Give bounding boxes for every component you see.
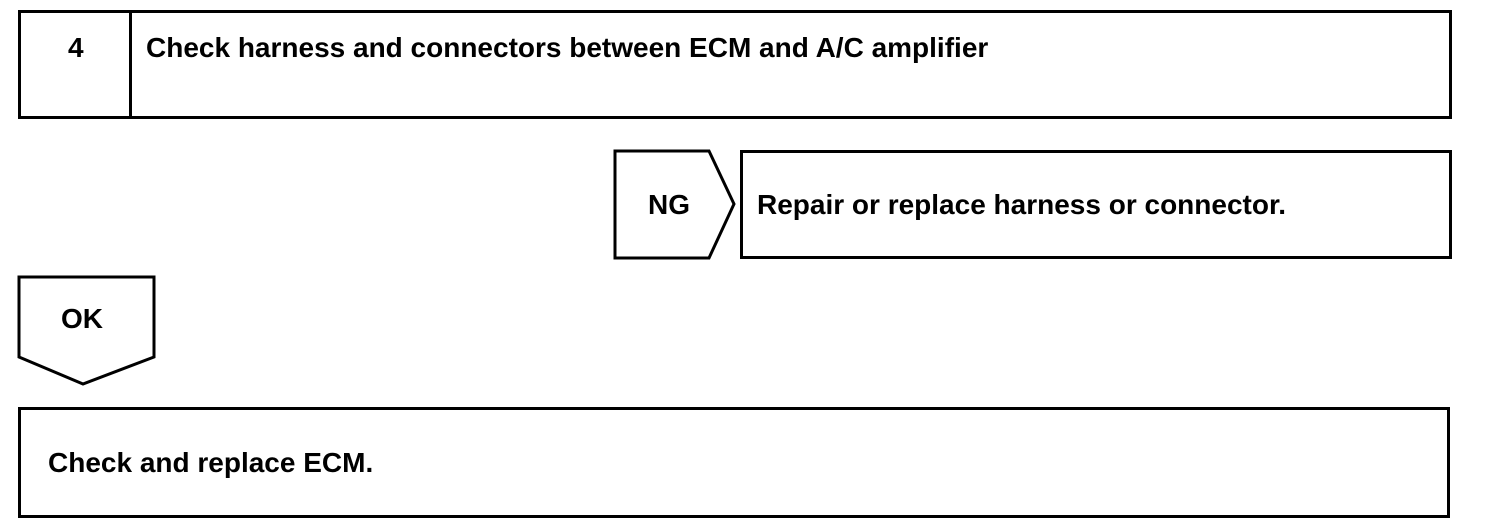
step-divider	[129, 10, 132, 119]
step-box	[18, 10, 1452, 119]
final-result-text: Check and replace ECM.	[48, 447, 374, 478]
step-number: 4	[68, 32, 84, 63]
ok-label: OK	[61, 303, 103, 334]
ng-result-box	[740, 150, 1452, 259]
ok-arrow-shape	[17, 275, 156, 386]
ng-result-text: Repair or replace harness or connector.	[757, 189, 1287, 220]
final-result-box	[18, 407, 1450, 518]
ng-arrow-shape	[613, 149, 736, 260]
step-title: Check harness and connectors between ECM…	[146, 32, 989, 63]
ng-label: NG	[648, 189, 690, 220]
